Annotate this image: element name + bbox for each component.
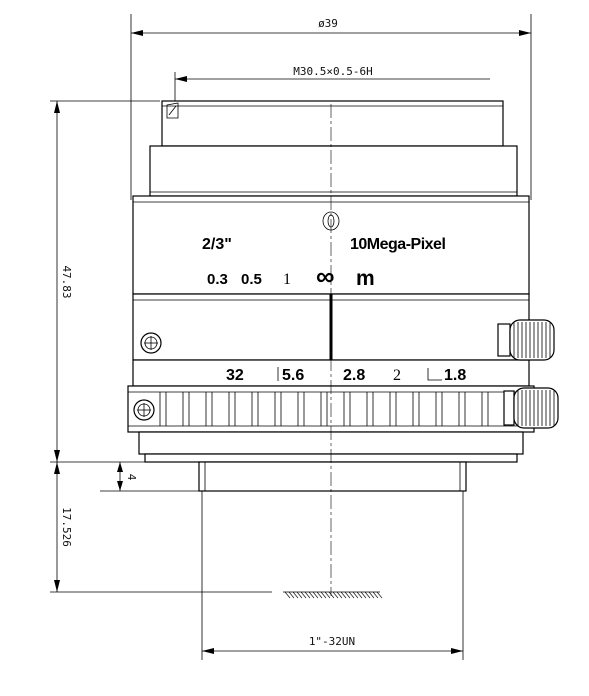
hatch-line [328,591,335,599]
front-thread-dimension: M30.5×0.5-6H [174,65,490,110]
hatch-line [344,591,351,599]
diameter-label: ø39 [318,17,338,30]
mount-thread-dimension: 1"-32UN [201,491,464,660]
front-thread-label: M30.5×0.5-6H [293,65,372,78]
hatch-line [312,591,319,599]
hatch-line [336,591,343,599]
hatch-line [316,591,323,599]
focus-unit: m [356,267,375,290]
hatch-line [288,591,295,599]
aperture-2.8: 2.8 [343,367,365,384]
hatch-line [308,591,315,599]
hatch-line [356,591,363,599]
image-plane [283,591,383,599]
hatch-line [332,591,339,599]
hatch-line [320,591,327,599]
focus-1: 1 [283,271,291,288]
hatch-line [352,591,359,599]
iris-lock-screw [133,399,155,421]
hatch-line [348,591,355,599]
iris-knob [503,387,559,429]
focus-lock-screw [140,332,162,354]
focus-knob [497,319,555,361]
back-focal-dimension: 17.526 [50,462,272,593]
focus-infinity: ∞ [316,261,335,291]
aperture-1.8: 1.8 [444,367,466,384]
hatch-line [376,591,383,599]
hatch-line [284,591,291,599]
hatch-line [300,591,307,599]
hatch-line [368,591,375,599]
flange-step-dimension: 4 [50,461,200,492]
knurl-ribs [159,392,512,426]
hatch-line [324,591,331,599]
hatch-line [364,591,371,599]
hatch-line [304,591,311,599]
hatch-line [292,591,299,599]
overall-length-dimension: 47.83 [50,100,160,462]
resolution-label: 10Mega-Pixel [350,236,445,253]
hatch-line [340,591,347,599]
flange-step-label: 4 [125,474,138,481]
back-focal-label: 17.526 [60,507,73,547]
mount-thread-label: 1"-32UN [309,635,355,648]
aperture-5.6: 5.6 [282,367,304,384]
focus-0.5: 0.5 [241,271,262,288]
hatch-line [360,591,367,599]
diameter-dimension: ø39 [130,14,532,200]
overall-length-label: 47.83 [60,265,73,298]
aperture-32: 32 [226,367,244,384]
format-label: 2/3" [202,236,232,253]
focus-0.3: 0.3 [207,271,228,288]
hatch-line [296,591,303,599]
aperture-2: 2 [393,367,401,384]
hatch-line [372,591,379,599]
